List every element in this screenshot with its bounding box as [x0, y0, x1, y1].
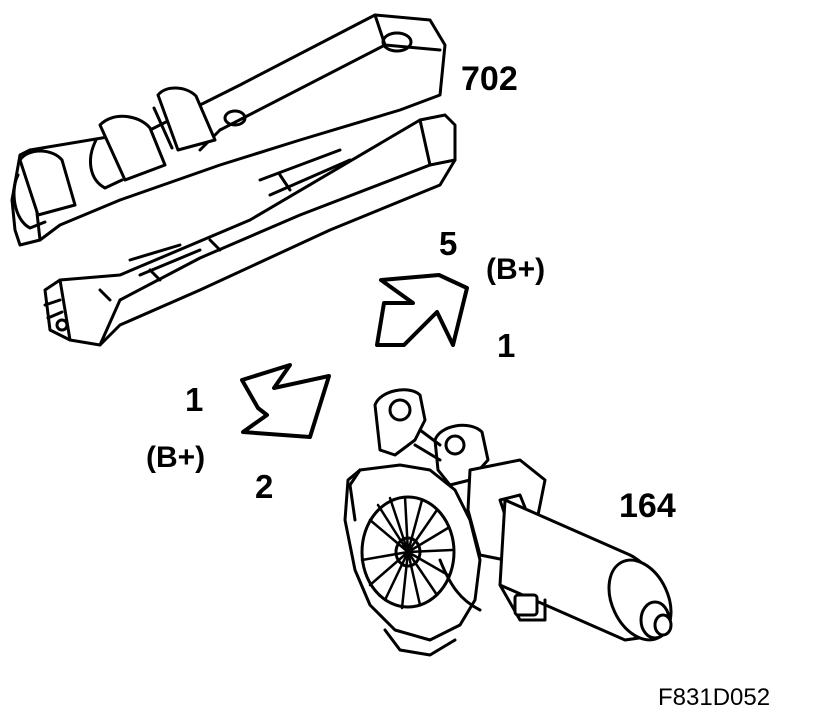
b-plus-label-lower: (B+) — [146, 441, 206, 474]
pin-label-2: 2 — [255, 468, 274, 505]
figure-code: F831D052 — [658, 684, 771, 711]
part-number-164: 164 — [619, 487, 676, 525]
pin-label-1-upper: 1 — [497, 327, 516, 364]
arrow-icon — [240, 363, 331, 439]
arrow-icon — [375, 273, 469, 347]
b-plus-label-upper: (B+) — [486, 253, 546, 286]
pin-label-1-lower: 1 — [185, 381, 204, 418]
window-motor-icon — [343, 388, 673, 657]
window-switch-panel-icon — [10, 13, 457, 347]
pin-label-5: 5 — [439, 225, 458, 262]
part-number-702: 702 — [461, 60, 518, 98]
